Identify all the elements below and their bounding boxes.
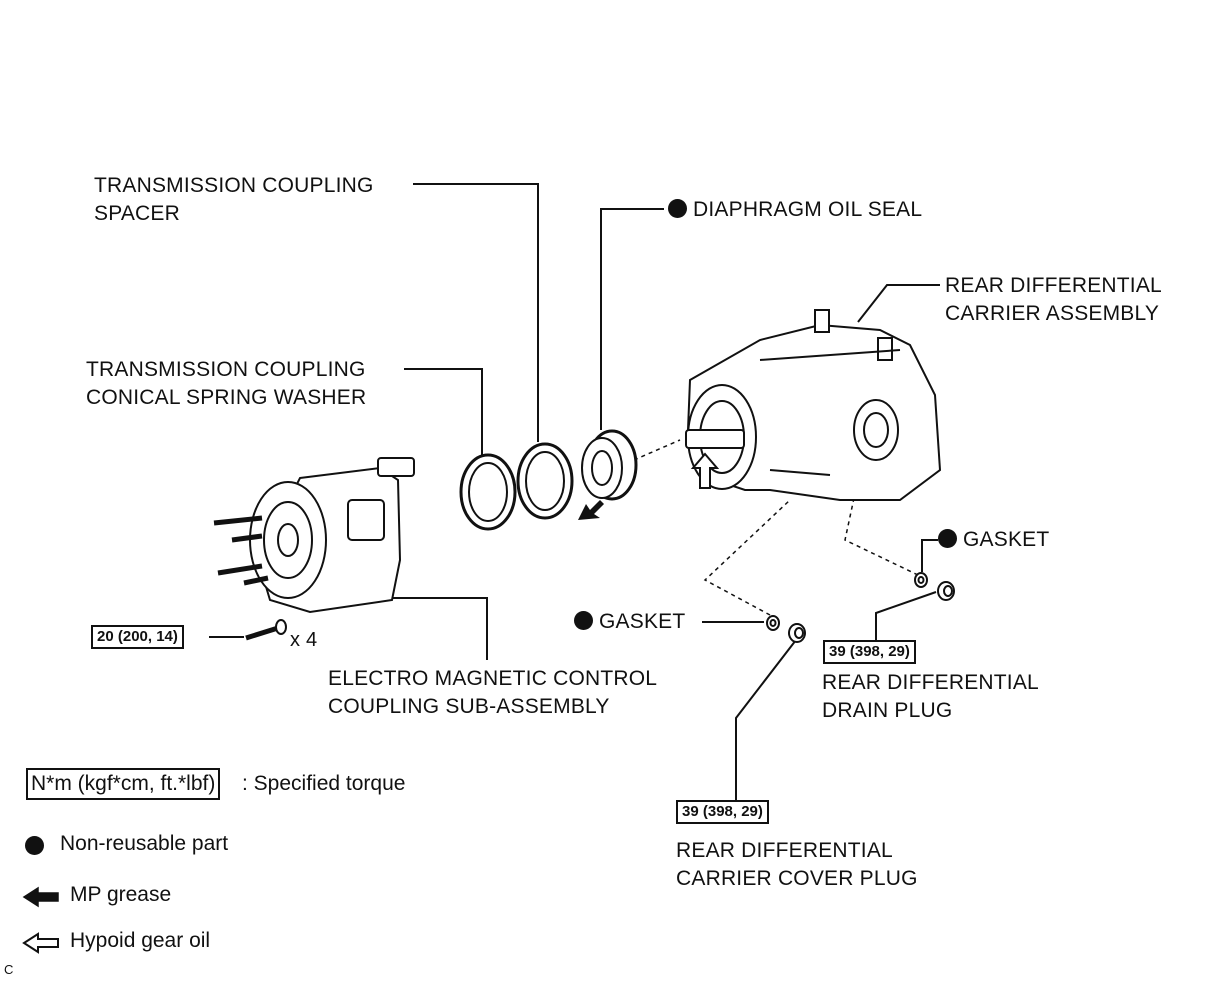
corner-mark: C bbox=[4, 962, 14, 977]
hypoid-oil-arrow-icon bbox=[22, 932, 59, 954]
gasket-right-label-text: GASKET bbox=[963, 528, 1050, 551]
drain-plug-label-line2: DRAIN PLUG bbox=[822, 699, 953, 722]
spacer-label: TRANSMISSION COUPLING SPACER bbox=[94, 172, 374, 228]
carrier-assembly-label-line2: CARRIER ASSEMBLY bbox=[945, 302, 1160, 325]
carrier-assembly-label-line1: REAR DIFFERENTIAL bbox=[945, 274, 1162, 297]
legend-mp-grease: MP grease bbox=[70, 883, 172, 906]
washer-label-line1: TRANSMISSION COUPLING bbox=[86, 358, 366, 381]
coupling-leader-line bbox=[392, 597, 488, 660]
coupling-subassembly-part bbox=[213, 457, 415, 614]
non-reusable-icon bbox=[938, 529, 957, 548]
drain-plug-torque: 39 (398, 29) bbox=[823, 640, 916, 664]
cover-plug-label-line1: REAR DIFFERENTIAL bbox=[676, 839, 893, 862]
non-reusable-icon bbox=[668, 199, 687, 218]
cover-dashed-line bbox=[703, 499, 791, 616]
drain-plug-leader-line bbox=[875, 591, 937, 640]
legend-hypoid-oil: Hypoid gear oil bbox=[70, 929, 211, 952]
drain-plug-label-line1: REAR DIFFERENTIAL bbox=[822, 671, 1039, 694]
coupling-sub-label-line1: ELECTRO MAGNETIC CONTROL bbox=[328, 667, 658, 690]
legend-torque-box: N*m (kgf*cm, ft.*lbf) bbox=[26, 768, 221, 800]
cover-plug-label: REAR DIFFERENTIAL CARRIER COVER PLUG bbox=[676, 837, 918, 893]
spacer-label-line2: SPACER bbox=[94, 202, 180, 225]
drain-plug-part bbox=[937, 581, 955, 601]
gasket-right-part bbox=[914, 572, 928, 588]
cover-plug-part bbox=[788, 623, 806, 643]
conical-spring-washer-part bbox=[459, 453, 517, 531]
spacer-leader-line bbox=[413, 183, 539, 442]
drain-plug-label: REAR DIFFERENTIAL DRAIN PLUG bbox=[822, 669, 1039, 725]
shaft-hypoid-arrow bbox=[690, 452, 720, 489]
gasket-left-label: GASKET bbox=[574, 608, 685, 636]
non-reusable-icon bbox=[25, 836, 44, 855]
coupling-bolt-part bbox=[245, 619, 287, 641]
cover-plug-torque: 39 (398, 29) bbox=[676, 800, 769, 824]
coupling-sub-label: ELECTRO MAGNETIC CONTROL COUPLING SUB-AS… bbox=[328, 665, 657, 721]
spacer-label-line1: TRANSMISSION COUPLING bbox=[94, 174, 374, 197]
cover-plug-leader-line bbox=[735, 639, 797, 800]
gasket-left-label-text: GASKET bbox=[599, 610, 686, 633]
gasket-right-leader-line bbox=[921, 539, 938, 572]
coupling-bolt-torque: 20 (200, 14) bbox=[91, 625, 184, 649]
seal-mp-grease-arrow bbox=[578, 500, 604, 520]
legend-torque-text: : Specified torque bbox=[242, 772, 406, 795]
diaphragm-label-text: DIAPHRAGM OIL SEAL bbox=[693, 198, 923, 221]
bolt-quantity: x 4 bbox=[290, 629, 318, 651]
carrier-assembly-leader-line bbox=[857, 284, 940, 323]
diaphragm-leader-line bbox=[600, 208, 664, 430]
mp-grease-arrow-icon bbox=[22, 886, 59, 908]
washer-label: TRANSMISSION COUPLING CONICAL SPRING WAS… bbox=[86, 356, 366, 412]
diaphragm-label: DIAPHRAGM OIL SEAL bbox=[668, 196, 922, 224]
legend-non-reusable: Non-reusable part bbox=[60, 832, 229, 855]
cover-plug-label-line2: CARRIER COVER PLUG bbox=[676, 867, 918, 890]
gasket-left-part bbox=[766, 615, 780, 631]
coupling-spacer-part bbox=[516, 442, 574, 520]
washer-label-line2: CONICAL SPRING WASHER bbox=[86, 386, 367, 409]
differential-carrier-part bbox=[685, 309, 942, 501]
non-reusable-icon bbox=[574, 611, 593, 630]
carrier-assembly-label: REAR DIFFERENTIAL CARRIER ASSEMBLY bbox=[945, 272, 1162, 328]
washer-leader-line bbox=[404, 368, 483, 456]
gasket-right-label: GASKET bbox=[938, 526, 1049, 554]
coupling-sub-label-line2: COUPLING SUB-ASSEMBLY bbox=[328, 695, 610, 718]
diaphragm-oil-seal-part bbox=[581, 429, 638, 501]
shaft-dashed-line bbox=[633, 439, 681, 461]
